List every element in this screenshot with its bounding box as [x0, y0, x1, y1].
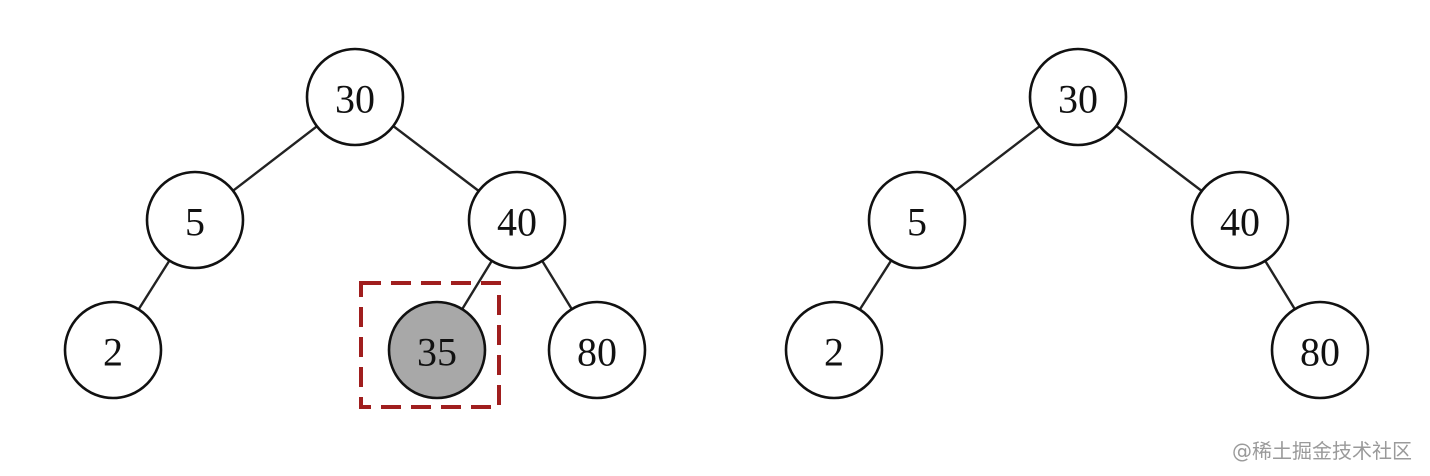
edge-40-80: [541, 260, 573, 310]
node-circle: [145, 170, 245, 270]
node-label: 80: [577, 330, 617, 375]
edge-30-5: [954, 125, 1041, 192]
tree-before-deletion: 30 5 40 2 35 80: [63, 47, 647, 409]
node-circle: [467, 170, 567, 270]
tree-node-80: 80: [547, 300, 647, 400]
watermark-text: @稀土掘金技术社区: [1232, 439, 1412, 463]
deleted-node-highlight-box: [359, 281, 501, 409]
tree-node-5: 5: [145, 170, 245, 270]
edge-5-2: [858, 259, 893, 311]
tree-after-deletion: 30 5 40 2 80: [784, 47, 1370, 400]
tree-node-40: 40: [467, 170, 567, 270]
tree-node-35: 35: [387, 300, 487, 400]
edge-40-80: [1264, 260, 1296, 310]
node-circle: [305, 47, 405, 147]
tree-node-40: 40: [1190, 170, 1290, 270]
tree-node-30: 30: [1028, 47, 1128, 147]
node-circle: [867, 170, 967, 270]
node-label: 40: [497, 200, 537, 245]
tree-node-30: 30: [305, 47, 405, 147]
node-label: 35: [417, 330, 457, 375]
edge-40-35: [461, 260, 493, 310]
edge-30-40: [1115, 125, 1203, 192]
node-label: 5: [185, 200, 205, 245]
node-circle: [1028, 47, 1128, 147]
node-label: 30: [335, 77, 375, 122]
edge-5-2: [137, 259, 171, 311]
node-label: 80: [1300, 330, 1340, 375]
node-label: 5: [907, 200, 927, 245]
tree-node-2: 2: [784, 300, 884, 400]
node-label: 40: [1220, 200, 1260, 245]
node-label: 2: [103, 330, 123, 375]
tree-node-2: 2: [63, 300, 163, 400]
tree-node-5: 5: [867, 170, 967, 270]
node-label: 30: [1058, 77, 1098, 122]
edge-30-5: [232, 125, 318, 192]
node-circle: [1190, 170, 1290, 270]
node-circle: [63, 300, 163, 400]
tree-node-80: 80: [1270, 300, 1370, 400]
node-circle: [784, 300, 884, 400]
node-circle: [1270, 300, 1370, 400]
node-circle: [387, 300, 487, 400]
edge-30-40: [392, 125, 480, 192]
node-circle: [547, 300, 647, 400]
node-label: 2: [824, 330, 844, 375]
